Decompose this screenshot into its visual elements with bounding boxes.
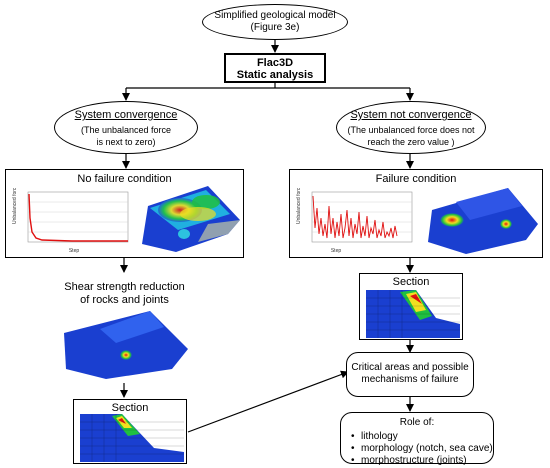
svg-text:Step: Step [69,248,80,254]
role-item: morphology (notch, sea cave) [351,443,493,455]
shear-3d-model [64,311,188,379]
convergence-node: System convergence (The unbalanced force… [54,101,198,154]
section-left-model [80,414,184,462]
section-right-model [366,290,460,338]
unbalanced-force-plot-converged: Unbalanced force Step [12,188,132,254]
role-item: morphostructure (joints) [351,455,493,467]
shear-line1: Shear strength reduction [64,281,185,293]
start-line1: Simplified geological model [214,10,336,21]
failure-panel: Failure condition Unbalanced force Step [289,169,543,258]
svg-text:Unbalanced force: Unbalanced force [296,188,302,224]
role-list: lithology morphology (notch, sea cave) m… [351,431,493,467]
section-left-panel: Section [73,399,187,464]
start-node: Simplified geological model (Figure 3e) [202,4,348,40]
section-right-panel: Section [359,273,463,340]
flac3d-line1: Flac3D [256,57,294,69]
not-convergence-line1: (The unbalanced force does not [347,125,475,135]
svg-text:Unbalanced force: Unbalanced force [12,188,18,224]
svg-text:Step: Step [331,248,342,254]
critical-line1: Critical areas and possible [351,362,469,373]
failure-3d-model [428,188,538,254]
not-convergence-line2: reach the zero value ) [367,137,455,147]
shear-panel: Shear strength reduction of rocks and jo… [54,273,195,383]
unbalanced-force-plot-not-converged: Unbalanced force Step [296,188,418,254]
critical-line2: mechanisms of failure [361,374,459,385]
arrow-section-left-to-critical [187,370,349,433]
failure-title: Failure condition [375,173,457,185]
flac3d-node: Flac3D Static analysis [224,53,326,83]
convergence-line1: (The unbalanced force [80,125,172,135]
no-failure-title: No failure condition [77,173,172,185]
no-failure-panel: No failure condition Unbalanced force St… [5,169,244,258]
role-title: Role of: [399,417,435,428]
not-convergence-title: System not convergence [350,109,472,121]
role-item: lithology [351,431,493,443]
shear-line2: of rocks and joints [80,294,169,306]
section-right-title: Section [392,276,430,288]
no-failure-3d-model [142,186,240,252]
section-left-title: Section [111,402,149,414]
flac3d-line2: Static analysis [236,69,314,81]
convergence-line2: is next to zero) [96,137,156,147]
not-convergence-node: System not convergence (The unbalanced f… [336,101,486,154]
start-line2: (Figure 3e) [250,22,300,33]
role-of-node: Role of: lithology morphology (notch, se… [340,412,494,467]
convergence-title: System convergence [74,109,178,121]
critical-areas-node: Critical areas and possible mechanisms o… [346,352,474,397]
